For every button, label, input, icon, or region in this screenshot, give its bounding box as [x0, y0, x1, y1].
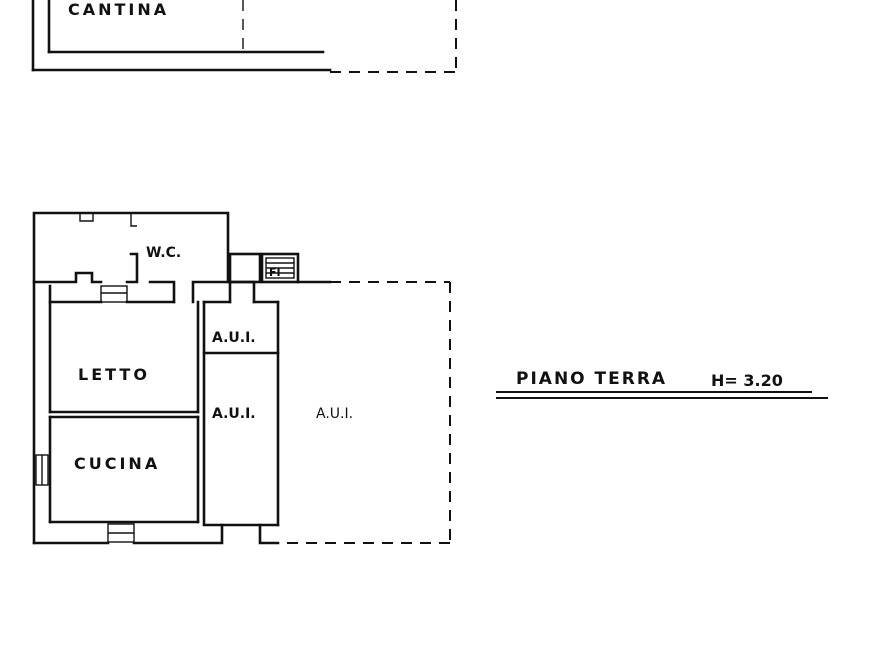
- room-label-aui-large: A.U.I.: [316, 406, 353, 422]
- floor-name: PIANO TERRA: [516, 369, 667, 389]
- room-label-aui-small: A.U.I.: [212, 330, 256, 346]
- cantina-plan: CANTINA: [31, 0, 457, 73]
- ground-floor-plan: FI W.C. LETTO CUCINA A.U.I. A.U.I. A.U.I…: [32, 211, 451, 545]
- staircase-icon: [266, 262, 294, 274]
- room-label-cucina: CUCINA: [74, 454, 160, 473]
- room-label-aui-mid: A.U.I.: [212, 406, 256, 422]
- floor-caption: PIANO TERRA H= 3.20: [496, 369, 828, 399]
- room-label-fi: FI: [269, 266, 281, 279]
- room-label-letto: LETTO: [78, 365, 150, 384]
- room-label-cantina: CANTINA: [68, 0, 169, 19]
- floor-height: H= 3.20: [711, 371, 783, 390]
- room-label-wc: W.C.: [146, 245, 181, 261]
